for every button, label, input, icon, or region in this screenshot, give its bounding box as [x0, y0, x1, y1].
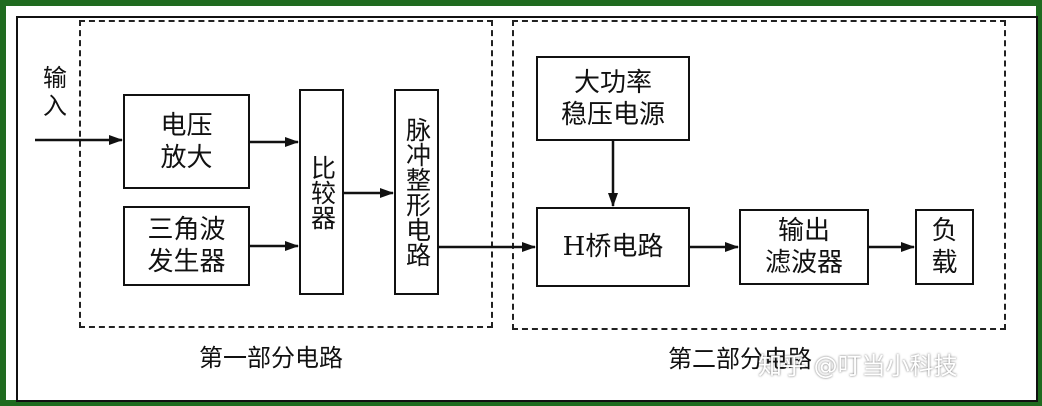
input-label: 输 入 — [43, 64, 67, 120]
triangle-wave-generator-block: 三角波 发生器 — [123, 206, 250, 286]
h-bridge-block: H桥电路 — [536, 207, 690, 287]
inner-border — [16, 16, 1038, 402]
load-block: 负 载 — [915, 209, 974, 285]
power-supply-block: 大功率 稳压电源 — [536, 56, 690, 141]
figure-frame: 输 入 电压 放大 三角波 发生器 比较器 脉冲整形电路 大功率 稳压电源 H桥… — [6, 6, 1038, 402]
connection-arrows — [35, 135, 915, 252]
comparator-block: 比较器 — [299, 89, 344, 295]
part1-label: 第一部分电路 — [199, 344, 343, 372]
output-filter-block: 输出 滤波器 — [739, 209, 869, 285]
part1-region — [79, 20, 493, 328]
zhihu-watermark: 知乎 @叮当小科技 — [758, 352, 958, 380]
pulse-shaping-block: 脉冲整形电路 — [394, 89, 439, 295]
voltage-amplifier-block: 电压 放大 — [123, 94, 250, 189]
part2-region — [512, 20, 1006, 330]
part2-label: 第二部分电路 — [668, 345, 812, 373]
